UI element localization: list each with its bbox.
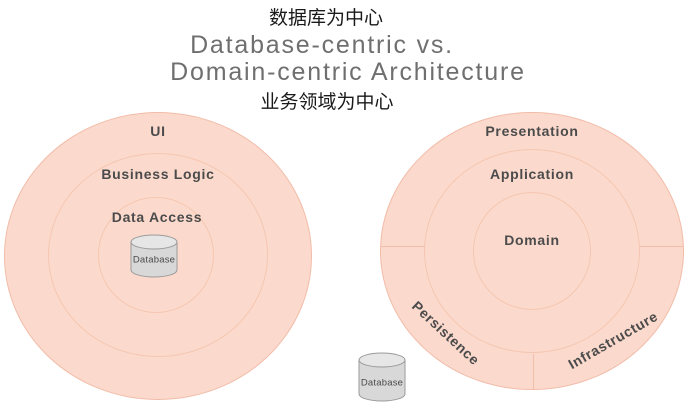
right-ring-label-domain: Domain [504, 232, 560, 248]
left-ring-label-ui: UI [150, 123, 166, 139]
left-inner-circle [98, 197, 214, 313]
left-ring-label-business-logic: Business Logic [101, 166, 215, 182]
right-divider-right [640, 246, 683, 247]
right-ring-label-presentation: Presentation [485, 123, 579, 139]
right-ring-label-application: Application [490, 166, 574, 182]
left-middle-circle [48, 153, 268, 357]
left-ring-label-data-access: Data Access [111, 209, 203, 225]
right-divider-bottom [533, 354, 534, 389]
annotation-domain-centric-cn: 业务领域为中心 [260, 92, 394, 113]
page-title-line1: Database-centric vs. [190, 31, 454, 59]
right-divider-left [381, 246, 425, 247]
right-database-cylinder-icon: Database [358, 352, 406, 402]
left-database-label: Database [132, 254, 176, 266]
left-database-cylinder-icon: Database [130, 234, 178, 278]
page-title-line2: Domain-centric Architecture [170, 58, 526, 86]
annotation-database-centric-cn: 数据库为中心 [268, 8, 384, 29]
right-middle-circle [424, 149, 640, 353]
right-inner-circle [473, 192, 591, 310]
right-database-label: Database [360, 377, 404, 389]
